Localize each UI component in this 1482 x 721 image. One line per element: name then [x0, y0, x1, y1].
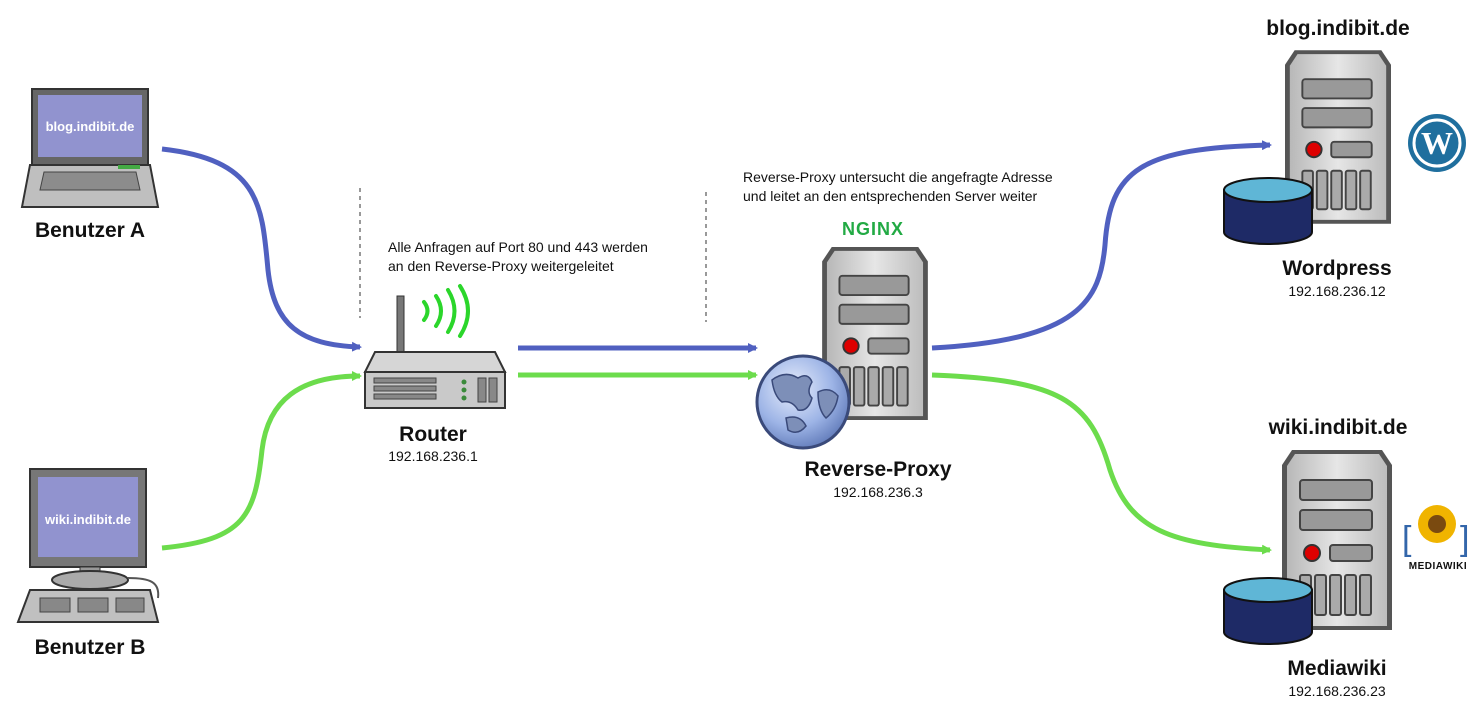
path-user-b-to-router [161, 371, 362, 551]
globe-icon [755, 354, 851, 450]
svg-text:[: [ [1402, 520, 1412, 558]
proxy-label: Reverse-Proxy [804, 458, 952, 481]
mediawiki-logo-icon: [ ] [1402, 505, 1469, 558]
user-b-label: Benutzer B [34, 636, 146, 659]
router-note-line-1: Alle Anfragen auf Port 80 und 443 werden [388, 239, 648, 255]
nginx-logo: NGINX [841, 219, 904, 239]
proxy-ip: 192.168.236.3 [833, 484, 923, 500]
wordpress-database-icon [1222, 176, 1314, 246]
wordpress-ip: 192.168.236.12 [1288, 283, 1386, 299]
mediawiki-database-icon [1222, 576, 1314, 646]
router-note: Alle Anfragen auf Port 80 und 443 werden… [388, 238, 708, 276]
laptop-icon [20, 88, 160, 208]
svg-text:]: ] [1460, 520, 1469, 558]
path-user-a-to-router [161, 146, 362, 352]
router-icon [363, 295, 507, 409]
router-note-line-2: an den Reverse-Proxy weitergeleitet [388, 258, 614, 274]
mediawiki-domain-label: wiki.indibit.de [1268, 416, 1408, 439]
wifi-signal-icon [422, 284, 470, 338]
mediawiki-logo-text: MEDIAWIKI [1408, 561, 1468, 572]
path-proxy-to-mediawiki [931, 372, 1272, 555]
user-b-screen-text: wiki.indibit.de [45, 512, 131, 527]
mediawiki-label: Mediawiki [1287, 657, 1387, 680]
path-proxy-to-wordpress [931, 140, 1272, 351]
user-a-screen-text: blog.indibit.de [45, 119, 135, 134]
wordpress-label: Wordpress [1282, 257, 1392, 280]
router-ip: 192.168.236.1 [388, 448, 478, 464]
wordpress-domain-label: blog.indibit.de [1266, 17, 1410, 40]
desktop-computer-icon [16, 468, 160, 623]
wordpress-logo-icon: W [1408, 114, 1466, 172]
mediawiki-ip: 192.168.236.23 [1288, 683, 1386, 699]
svg-text:W: W [1421, 125, 1453, 161]
proxy-note: Reverse-Proxy untersucht die angefragte … [743, 168, 1123, 206]
proxy-note-line-2: und leitet an den entsprechenden Server … [743, 188, 1038, 204]
router-label: Router [399, 423, 467, 446]
user-a-label: Benutzer A [34, 219, 146, 242]
proxy-note-line-1: Reverse-Proxy untersucht die angefragte … [743, 169, 1053, 185]
